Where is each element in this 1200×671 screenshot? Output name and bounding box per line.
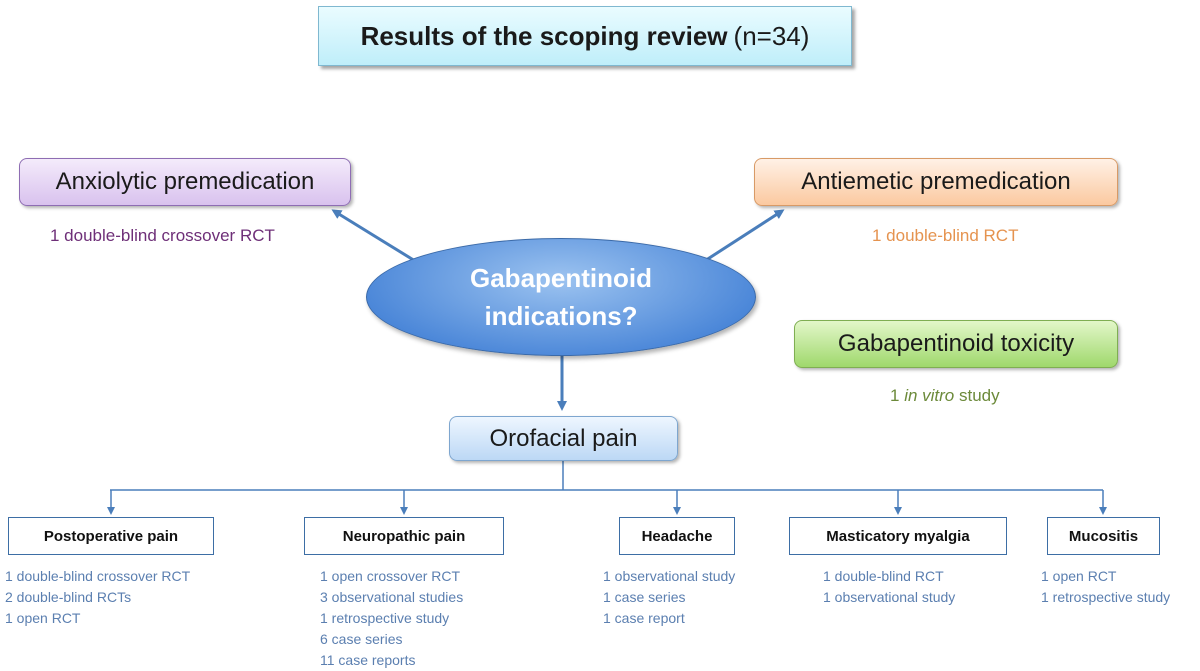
list-item: 2 double-blind RCTs [5, 589, 132, 605]
list-item: 1 double-blind RCT [823, 568, 944, 584]
list-postoperative: 1 double-blind crossover RCT 2 double-bl… [5, 566, 190, 629]
category-mucositis: Mucositis [1047, 517, 1160, 555]
list-item: 1 observational study [603, 568, 736, 584]
list-item: 1 open crossover RCT [320, 568, 461, 584]
antiemetic-label: Antiemetic premedication [801, 168, 1071, 195]
list-item: 1 open RCT [1041, 568, 1117, 584]
toxicity-sub-italic: in vitro [904, 386, 955, 405]
category-label: Mucositis [1068, 527, 1139, 545]
category-label: Masticatory myalgia [826, 527, 970, 545]
category-headache: Headache [619, 517, 735, 555]
list-item: 1 retrospective study [1041, 589, 1171, 605]
category-masticatory: Masticatory myalgia [789, 517, 1007, 555]
list-item: 1 observational study [823, 589, 956, 605]
orofacial-box: Orofacial pain [449, 416, 678, 461]
list-item: 3 observational studies [320, 589, 464, 605]
title-bold: Results of the scoping review [360, 20, 728, 51]
list-item: 6 case series [320, 631, 403, 647]
list-item: 1 double-blind crossover RCT [5, 568, 191, 584]
list-item: 1 retrospective study [320, 610, 450, 626]
list-item: 11 case reports [320, 652, 416, 668]
list-item: 1 case report [603, 610, 685, 626]
toxicity-sub-pre: 1 [890, 386, 905, 405]
toxicity-box: Gabapentinoid toxicity [794, 320, 1118, 368]
anxiolytic-sub: 1 double-blind crossover RCT [50, 226, 275, 245]
antiemetic-sub: 1 double-blind RCT [872, 226, 1019, 245]
gabapentinoid-ellipse: Gabapentinoid indications? [366, 238, 756, 356]
title-count: (n=34) [733, 20, 810, 51]
category-label: Headache [641, 527, 713, 545]
list-mucositis: 1 open RCT 1 retrospective study [1041, 566, 1170, 608]
list-masticatory: 1 double-blind RCT 1 observational study [823, 566, 955, 608]
arrow-to-antiemetic [699, 209, 785, 266]
list-item: 1 open RCT [5, 610, 81, 626]
toxicity-sub-post: study [954, 386, 1000, 405]
title-box: Results of the scoping review (n=34) [318, 6, 852, 66]
center-line1: Gabapentinoid [470, 263, 652, 293]
orofacial-label: Orofacial pain [489, 424, 638, 452]
list-neuropathic: 1 open crossover RCT 3 observational stu… [320, 566, 463, 671]
arrow-to-anxiolytic [331, 209, 421, 266]
anxiolytic-label: Anxiolytic premedication [55, 168, 315, 195]
category-postoperative: Postoperative pain [8, 517, 214, 555]
antiemetic-box: Antiemetic premedication [754, 158, 1118, 206]
category-label: Postoperative pain [43, 527, 179, 545]
list-headache: 1 observational study 1 case series 1 ca… [603, 566, 735, 629]
category-label: Neuropathic pain [342, 527, 466, 545]
toxicity-label: Gabapentinoid toxicity [837, 330, 1075, 357]
toxicity-sub: 1 in vitro study [890, 386, 1000, 406]
list-item: 1 case series [603, 589, 686, 605]
anxiolytic-box: Anxiolytic premedication [19, 158, 351, 206]
center-line2: indications? [484, 301, 638, 331]
category-neuropathic: Neuropathic pain [304, 517, 504, 555]
